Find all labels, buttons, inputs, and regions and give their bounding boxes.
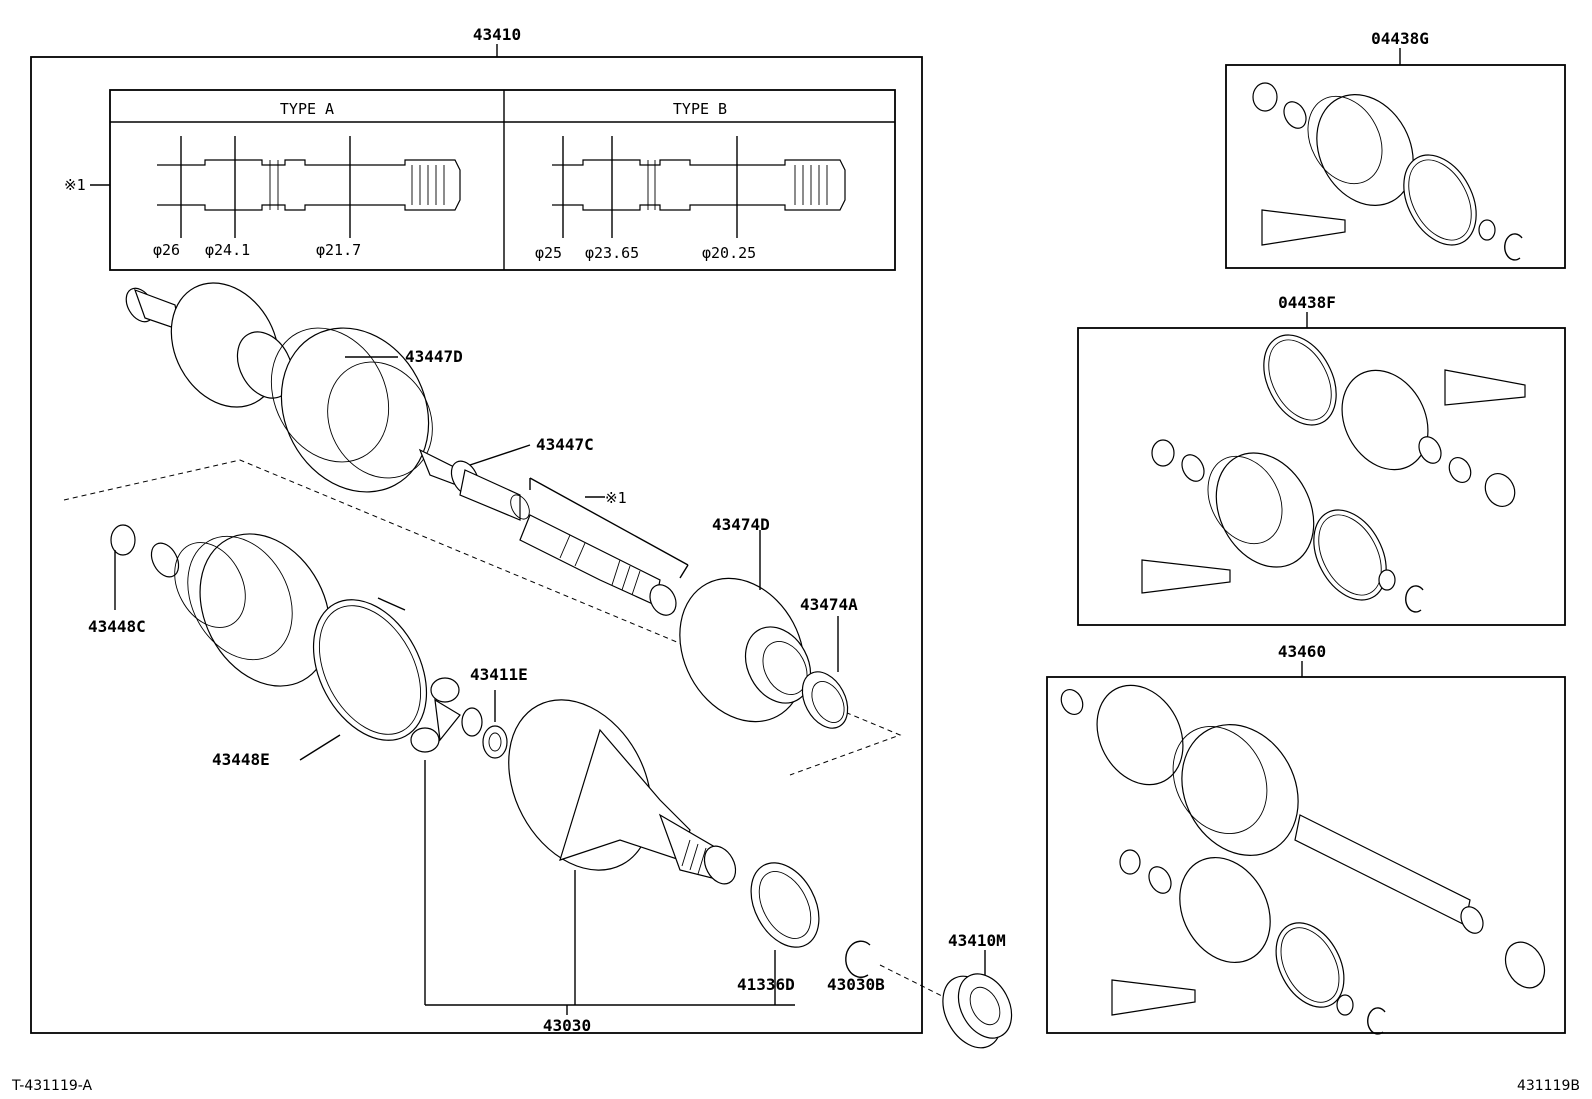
label-43411E[interactable]: 43411E (470, 665, 528, 684)
subkit-dashed-outline (63, 459, 902, 776)
dia-b3: φ20.25 (702, 244, 756, 262)
label-43460[interactable]: 43460 (1278, 642, 1326, 661)
note-ref-label-2: ※1 (605, 489, 627, 507)
type-b-shaft: φ25 φ23.65 φ20.25 (535, 136, 846, 262)
label-43030B[interactable]: 43030B (827, 975, 885, 994)
main-assembly-group: 43410 TYPE A TYPE B ※1 φ26 φ24.1 (30, 25, 951, 1035)
part-43410M: 43410M (942, 931, 1013, 1049)
label-43474D[interactable]: 43474D (712, 515, 770, 534)
label-43448E[interactable]: 43448E (212, 750, 270, 769)
kit-04438F-frame (1077, 327, 1566, 626)
kit-43460-frame (1046, 676, 1566, 1034)
dia-a3: φ21.7 (316, 241, 361, 259)
part-43030B (845, 940, 951, 1001)
part-43030 (424, 699, 795, 1015)
part-43474D (679, 530, 812, 723)
label-43447C[interactable]: 43447C (536, 435, 594, 454)
part-43448C (110, 524, 331, 687)
part-43411E (410, 677, 508, 759)
note-ref-label: ※1 (64, 176, 86, 194)
footer-right-code: 431119B (1517, 1078, 1580, 1094)
note-ref-marker: ※1 (529, 477, 689, 579)
part-41336D (750, 862, 820, 1005)
type-b-header: TYPE B (673, 100, 727, 118)
dia-a1: φ26 (153, 241, 180, 259)
main-assembly-frame (30, 56, 923, 1034)
type-table: TYPE A TYPE B ※1 φ26 φ24.1 φ21.7 (64, 89, 896, 271)
type-a-header: TYPE A (280, 100, 334, 118)
part-43474A (801, 616, 849, 729)
label-43410M[interactable]: 43410M (948, 931, 1006, 950)
label-04438G[interactable]: 04438G (1371, 29, 1429, 48)
drive-shaft-assembly (125, 282, 677, 616)
kit-04438G: 04438G (1225, 29, 1566, 269)
label-04438F[interactable]: 04438F (1278, 293, 1336, 312)
dia-a2: φ24.1 (205, 241, 250, 259)
kit-43460: 43460 (1046, 642, 1566, 1035)
label-43410[interactable]: 43410 (473, 25, 521, 44)
dia-b2: φ23.65 (585, 244, 639, 262)
type-a-shaft: φ26 φ24.1 φ21.7 (153, 136, 461, 259)
dia-b1: φ25 (535, 244, 562, 262)
label-43448C[interactable]: 43448C (88, 617, 146, 636)
kit-04438F: 04438F (1077, 293, 1566, 626)
part-43448E (299, 597, 428, 761)
label-43474A[interactable]: 43474A (800, 595, 858, 614)
footer-left-code: T-431119-A (11, 1078, 93, 1094)
label-43447D[interactable]: 43447D (405, 347, 463, 366)
label-43030[interactable]: 43030 (543, 1016, 591, 1035)
label-41336D[interactable]: 41336D (737, 975, 795, 994)
